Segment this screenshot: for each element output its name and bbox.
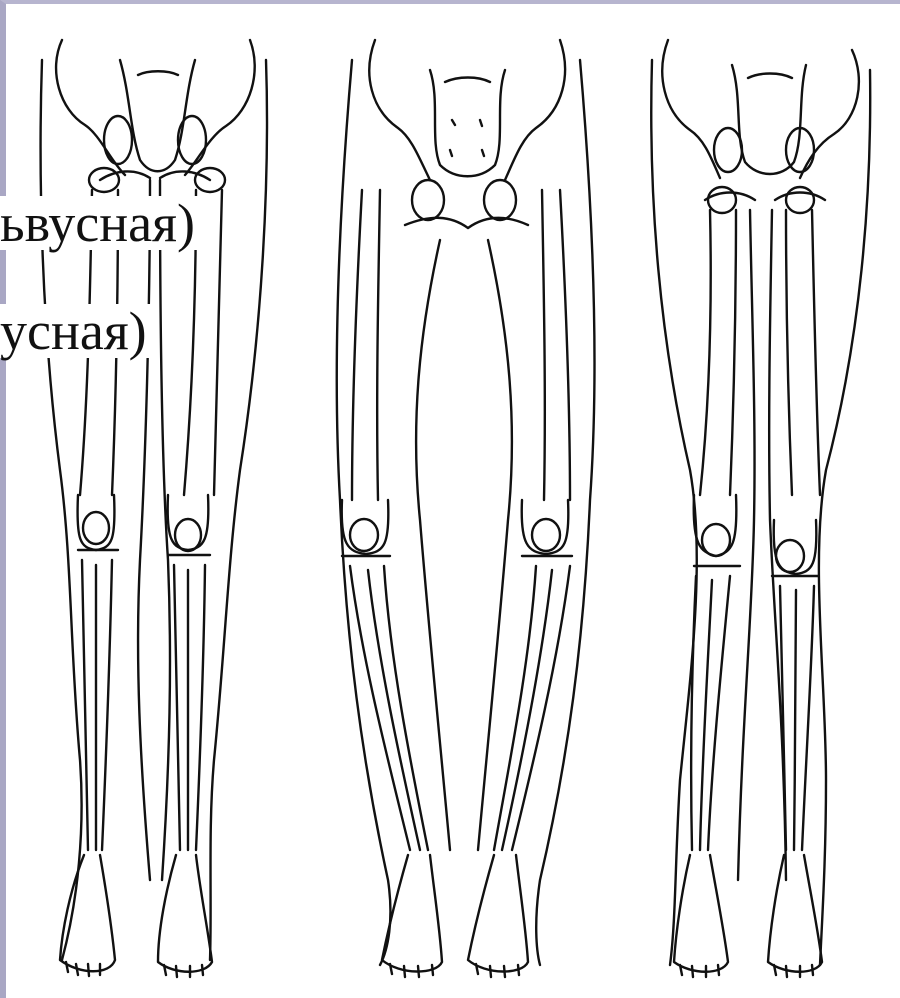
pelvis-left-figure <box>56 40 255 180</box>
caption-line-2: усная) <box>0 304 151 358</box>
right-tibia-fig1 <box>158 565 212 977</box>
pelvis-middle-figure <box>369 40 565 228</box>
figure-normal-legs <box>41 40 267 977</box>
pelvis-right-figure <box>662 40 859 200</box>
outline-middle-figure <box>337 60 595 965</box>
left-femur-fig3 <box>694 187 740 566</box>
left-tibia-fig3 <box>674 576 730 977</box>
right-femur-fig3 <box>772 187 820 576</box>
caption-line-1: ьвусная) <box>0 196 199 250</box>
left-tibia-fig1 <box>60 560 115 976</box>
right-femur-fig2 <box>522 190 572 556</box>
figure-varus-legs <box>337 40 595 977</box>
outline-right-figure <box>651 60 870 965</box>
right-tibia-fig2 <box>468 566 570 977</box>
left-femur-fig2 <box>342 190 390 556</box>
figure-valgus-legs <box>651 40 870 977</box>
